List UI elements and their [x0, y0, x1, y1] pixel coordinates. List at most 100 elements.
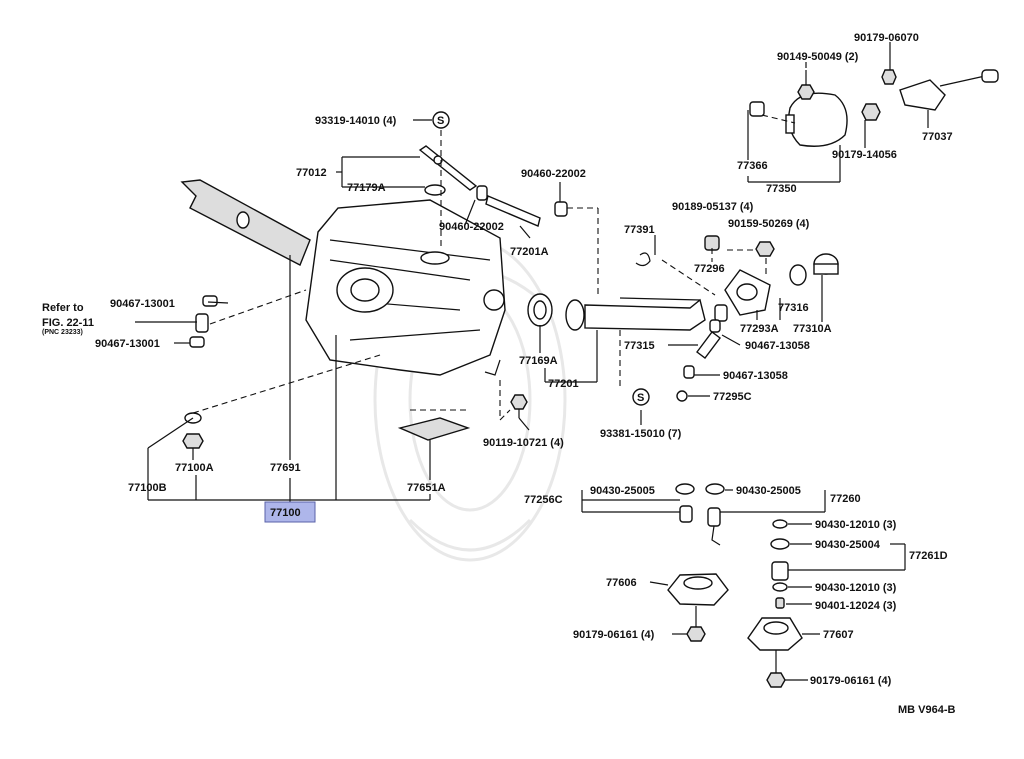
label-77256C[interactable]: 77256C	[524, 494, 563, 506]
label-77293A[interactable]: 77293A	[740, 323, 779, 335]
label-90179-06161-a[interactable]: 90179-06161 (4)	[573, 629, 655, 641]
grommet-90430-25005-a[interactable]	[675, 483, 695, 495]
label-90179-14056[interactable]: 90179-14056	[832, 149, 897, 161]
protector-77651A[interactable]	[397, 417, 471, 441]
label-77169A[interactable]: 77169A	[519, 355, 558, 367]
spring-clip-77391[interactable]	[635, 252, 651, 267]
highlight-77100[interactable]	[264, 501, 316, 523]
fuel-tank[interactable]	[305, 199, 506, 376]
s-symbol-text-lower: S	[637, 392, 644, 404]
label-90430-12010-b[interactable]: 90430-12010 (3)	[815, 582, 897, 594]
s-symbol-lower: S	[632, 388, 650, 406]
label-77391[interactable]: 77391	[624, 224, 655, 236]
hose-77201A[interactable]	[476, 185, 541, 227]
label-90467-13058-upper[interactable]: 90467-13058	[745, 340, 810, 352]
label-90401-12024[interactable]: 90401-12024 (3)	[815, 600, 897, 612]
grommet-90430-12010-b[interactable]	[772, 582, 788, 592]
label-77651A[interactable]: 77651A	[407, 482, 446, 494]
label-77316[interactable]: 77316	[778, 302, 809, 314]
grommet-90430-12010-a[interactable]	[772, 519, 788, 529]
clamp-90467-13001-upper[interactable]	[202, 295, 218, 307]
label-90467-13001-upper[interactable]: 90467-13001	[110, 298, 175, 310]
label-77296[interactable]: 77296	[694, 263, 725, 275]
label-77100A[interactable]: 77100A	[175, 462, 214, 474]
grommet-90430-25004[interactable]	[770, 538, 790, 550]
valve-77261D[interactable]	[771, 561, 789, 581]
screw-90401[interactable]	[775, 597, 785, 609]
s-symbol-text-upper: S	[437, 115, 444, 127]
drain-plug-77100A[interactable]	[182, 433, 204, 449]
opener-cable-77037[interactable]	[881, 69, 999, 111]
label-77691[interactable]: 77691	[270, 462, 301, 474]
refer-fig-link[interactable]: FIG. 22-11	[42, 317, 94, 329]
label-90179-06161-b[interactable]: 90179-06161 (4)	[810, 675, 892, 687]
inlet-77296[interactable]	[714, 304, 728, 322]
part-labels: 93319-14010 (4) 77012 77179A 90460-22002…	[42, 32, 956, 716]
label-90189-05137[interactable]: 90189-05137 (4)	[672, 201, 754, 213]
housing-77607[interactable]	[747, 617, 803, 651]
label-77100[interactable]: 77100	[270, 507, 301, 519]
label-77310A[interactable]: 77310A	[793, 323, 832, 335]
label-90149-50049[interactable]: 90149-50049 (2)	[777, 51, 859, 63]
bolt-90119[interactable]	[510, 394, 528, 418]
label-77315[interactable]: 77315	[624, 340, 655, 352]
bracket-77295C[interactable]	[676, 390, 688, 402]
bolt-90149[interactable]	[797, 70, 815, 100]
label-77607[interactable]: 77607	[823, 629, 854, 641]
label-77179A[interactable]: 77179A	[347, 182, 386, 194]
label-77261D[interactable]: 77261D	[909, 550, 948, 562]
label-90430-25005-a[interactable]: 90430-25005	[590, 485, 655, 497]
heat-shield[interactable]	[180, 179, 311, 266]
label-90460-22002-upper[interactable]: 90460-22002	[521, 168, 586, 180]
label-90179-06070[interactable]: 90179-06070	[854, 32, 919, 44]
label-77100B[interactable]: 77100B	[128, 482, 167, 494]
label-90159-50269[interactable]: 90159-50269 (4)	[728, 218, 810, 230]
label-90460-22002-lower[interactable]: 90460-22002	[439, 221, 504, 233]
label-90430-25004[interactable]: 90430-25004	[815, 539, 881, 551]
label-90119-10721[interactable]: 90119-10721 (4)	[483, 437, 564, 449]
refer-pnc-text: (PNC 23233)	[42, 329, 83, 336]
clamp-90467-13001-lower[interactable]	[189, 336, 205, 348]
label-93381-15010[interactable]: 93381-15010 (7)	[600, 428, 682, 440]
refer-to-text: Refer to	[42, 302, 84, 314]
label-93319-14010[interactable]: 93319-14010 (4)	[315, 115, 397, 127]
label-90430-12010-a[interactable]: 90430-12010 (3)	[815, 519, 897, 531]
hose-90467[interactable]	[195, 313, 209, 333]
vent-pipe[interactable]	[418, 145, 478, 191]
screw-90159[interactable]	[755, 241, 775, 257]
label-90467-13058-lower[interactable]: 90467-13058	[723, 370, 788, 382]
label-77295C[interactable]: 77295C	[713, 391, 752, 403]
nut-90179-06161-a[interactable]	[686, 626, 706, 642]
screw-90189[interactable]	[704, 235, 720, 251]
label-77201[interactable]: 77201	[548, 378, 579, 390]
grommet-77179A[interactable]	[424, 184, 446, 196]
hinge-77366[interactable]	[749, 101, 765, 117]
leader-lines	[135, 42, 929, 681]
clamp-90467-13058[interactable]	[683, 365, 695, 379]
filler-pipe-77201[interactable]	[565, 297, 706, 331]
ring-77169A[interactable]	[527, 293, 553, 327]
gasket-77316[interactable]	[789, 264, 807, 286]
grommet-90430-25005-b[interactable]	[705, 483, 725, 495]
clamp-90460-upper[interactable]	[554, 201, 568, 217]
valve-77256C[interactable]	[679, 505, 693, 523]
label-77201A[interactable]: 77201A	[510, 246, 549, 258]
s-symbol-upper: S	[432, 111, 450, 129]
cap-77310A[interactable]	[813, 253, 839, 275]
inlet-box-77293A[interactable]	[724, 269, 771, 316]
label-77260[interactable]: 77260	[830, 493, 861, 505]
label-90467-13001-lower[interactable]: 90467-13001	[95, 338, 160, 350]
label-90430-25005-b[interactable]: 90430-25005	[736, 485, 801, 497]
nut-90179-14056[interactable]	[861, 103, 881, 121]
label-77012[interactable]: 77012	[296, 167, 327, 179]
label-77350[interactable]: 77350	[766, 183, 797, 195]
label-77037[interactable]: 77037	[922, 131, 953, 143]
label-77606[interactable]: 77606	[606, 577, 637, 589]
label-77366[interactable]: 77366	[737, 160, 768, 172]
fuel-door-77350[interactable]	[785, 92, 848, 147]
valve-77260[interactable]	[707, 507, 721, 546]
hose-77315[interactable]	[696, 319, 721, 359]
nut-90179-06161-b[interactable]	[766, 672, 786, 688]
housing-77606[interactable]	[667, 573, 729, 606]
